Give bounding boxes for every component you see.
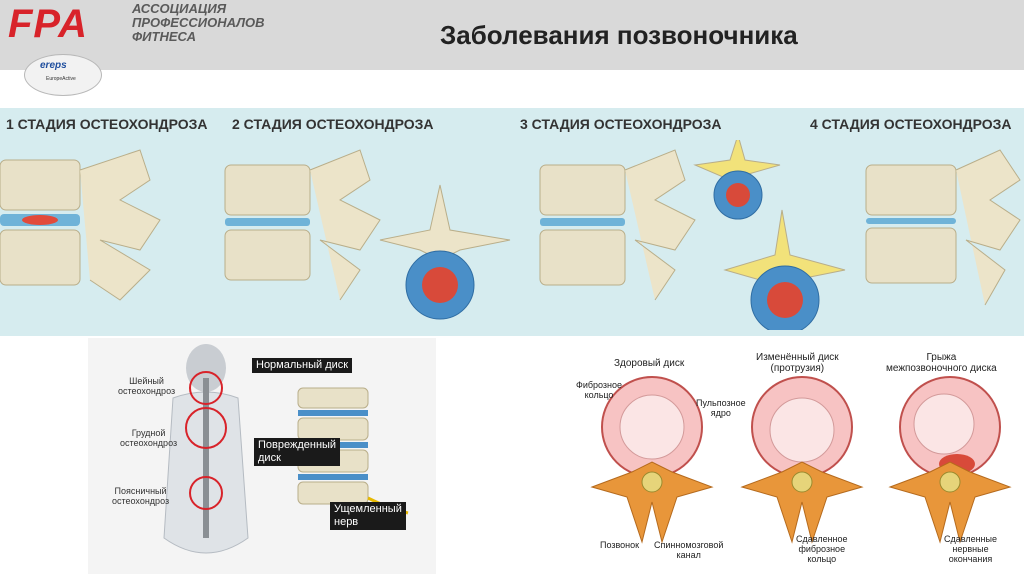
ereps-logo: ereps <box>40 60 67 71</box>
disc-comparison-figure <box>590 376 1012 544</box>
stage-4-spine <box>865 149 1021 306</box>
hernia-disc-title: Грыжа межпозвоночного диска <box>886 352 997 374</box>
compressed-nerves-label: Сдавленные нервные окончания <box>944 534 998 564</box>
association-line-3: ФИТНЕСА <box>132 29 196 44</box>
changed-disc-title: Изменённый диск (протрузия) <box>756 352 839 374</box>
hernia-disc <box>888 376 1012 544</box>
vertebra-label: Позвонок <box>600 540 640 550</box>
healthy-disc-title: Здоровый диск <box>614 358 685 369</box>
thoracic-label: Грудной остеохондроз <box>120 428 178 448</box>
stage-3-label: 3 СТАДИЯ ОСТЕОХОНДРОЗА <box>520 116 722 132</box>
normal-disc-tag: Нормальный диск <box>252 358 353 373</box>
fpa-logo: FPA <box>8 2 89 46</box>
compressed-ring-label: Сдавленное фиброзное кольцо <box>796 534 848 564</box>
stage-illustrations <box>0 140 1021 330</box>
damaged-disc-tag: Поврежденный диск <box>254 438 341 466</box>
stage-4-label: 4 СТАДИЯ ОСТЕОХОНДРОЗА <box>810 116 1012 132</box>
ereps-badge <box>24 54 102 96</box>
stage-1-spine <box>0 149 161 301</box>
spinal-canal-label: Спинномозговой канал <box>654 540 724 560</box>
page-title: Заболевания позвоночника <box>440 20 798 50</box>
lumbar-label: Поясничный остеохондроз <box>112 486 170 506</box>
stage-2-label: 2 СТАДИЯ ОСТЕОХОНДРОЗА <box>232 116 434 132</box>
ereps-sub: EuropeActive <box>46 76 76 82</box>
stage-2-disc-top <box>379 184 511 320</box>
header-bar <box>0 0 1024 70</box>
fibrous-ring-label: Фиброзное кольцо <box>576 380 623 400</box>
stage-1-label: 1 СТАДИЯ ОСТЕОХОНДРОЗА <box>6 116 208 132</box>
changed-disc <box>740 376 864 544</box>
stage-3-spine <box>539 149 696 301</box>
association-line-1: АССОЦИАЦИЯ <box>132 1 227 16</box>
pinched-nerve-tag: Ущемленный нерв <box>330 502 406 530</box>
cervical-label: Шейный остеохондроз <box>118 376 176 396</box>
healthy-disc <box>590 376 714 544</box>
stages-band <box>0 108 1024 336</box>
stage-3-disc-top <box>693 140 846 330</box>
association-line-2: ПРОФЕССИОНАЛОВ <box>132 15 265 30</box>
stage-2-spine <box>224 149 381 301</box>
spine-anatomy-figure <box>163 344 409 554</box>
association-name: АССОЦИАЦИЯ ПРОФЕССИОНАЛОВ ФИТНЕСА <box>132 2 265 44</box>
nucleus-label: Пульпозное ядро <box>696 398 746 418</box>
